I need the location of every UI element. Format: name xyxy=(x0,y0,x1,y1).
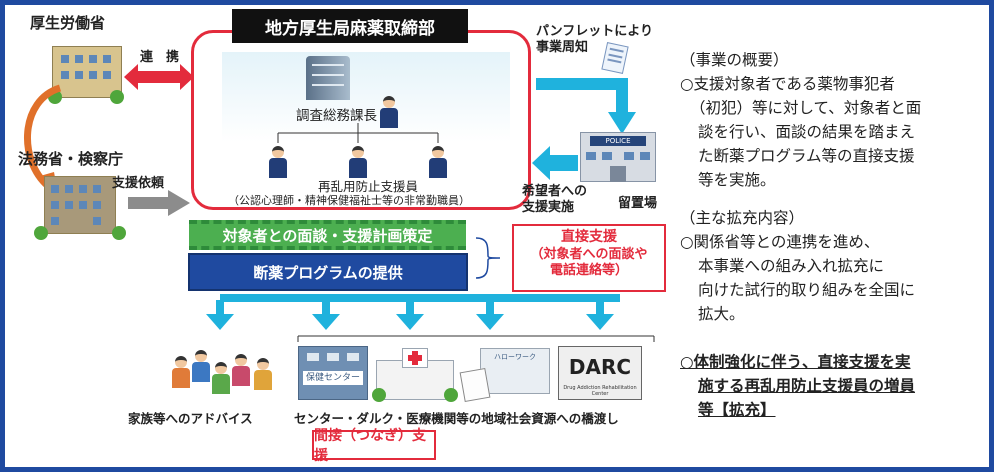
expansion-line: 本事業への組み入れ拡充に xyxy=(698,257,885,275)
bureau-title: 地方厚生局麻薬取締部 xyxy=(232,9,468,43)
supporter-person-icon xyxy=(347,146,369,180)
support-request-label: 支援依頼 xyxy=(112,176,165,191)
reinforcement-line: ○体制強化に伴う、直接支援を実 xyxy=(680,353,911,371)
expansion-line: ○関係省等との連携を進め、 xyxy=(680,233,880,251)
supporter-person-icon xyxy=(427,146,449,180)
health-center-sign: 保健センター xyxy=(303,371,363,385)
distribution-arrows xyxy=(206,294,620,330)
detention-label: 留置場 xyxy=(618,196,658,211)
supporter-note: （公認心理師・精神保健福祉士等の非常勤職員） xyxy=(228,194,470,207)
moj-title: 法務省・検察庁 xyxy=(18,150,124,168)
overview-line: 談を行い、面談の結果を踏まえ xyxy=(698,123,916,141)
direct-support-line1: （対象者への面談や xyxy=(530,246,648,262)
direct-support-box: 直接支援 （対象者への面談や 電話連絡等） xyxy=(512,224,666,292)
expansion-line: 拡大。 xyxy=(698,305,745,323)
overview-heading: （事業の概要） xyxy=(680,51,789,69)
family-people-icon xyxy=(168,344,278,400)
cooperation-label: 連 携 xyxy=(140,50,180,65)
overview-line: （初犯）等に対して、対象者と面 xyxy=(690,99,922,117)
overview-section: （事業の概要） ○支援対象者である薬物事犯者 （初犯）等に対して、対象者と面 談… xyxy=(680,48,921,192)
program-provision-bar: 断薬プログラムの提供 xyxy=(188,253,468,291)
frame-border-top xyxy=(0,0,994,5)
overview-line: ○支援対象者である薬物事犯者 xyxy=(680,75,895,93)
frame-border-bottom xyxy=(0,467,994,472)
section-chief-person-icon xyxy=(378,96,400,130)
reinforcement-line: 等【拡充】 xyxy=(698,401,776,419)
section-chief-label: 調査総務課長 xyxy=(296,108,377,124)
moj-building-icon xyxy=(34,172,126,240)
police-station-icon: POLICE xyxy=(576,126,660,186)
pamphlet-arrow xyxy=(536,78,636,134)
darc-sign: DARC xyxy=(568,355,632,379)
community-bridge-label: センター・ダルク・医療機関等の地域社会資源への橋渡し xyxy=(294,411,619,426)
overview-line: た断薬プログラム等の直接支援 xyxy=(698,147,915,165)
interview-planning-bar: 対象者との面談・支援計画策定 xyxy=(189,220,466,250)
expansion-section: （主な拡充内容） ○関係省等との連携を進め、 本事業への組み入れ拡充に 向けた試… xyxy=(680,206,915,326)
frame-border-left xyxy=(0,0,5,472)
bureau-background xyxy=(222,52,510,142)
cooperation-double-arrow xyxy=(124,64,194,90)
applicant-support-line2: 支援実施 xyxy=(522,200,575,215)
support-delivery-arrow xyxy=(532,146,578,180)
darc-subtitle: Drug Addiction Rehabilitation Center xyxy=(563,385,637,397)
org-connector-lines xyxy=(277,123,439,143)
support-request-arrow xyxy=(128,190,190,216)
applicant-support-line1: 希望者への xyxy=(522,184,588,199)
health-center-icon: 保健センター xyxy=(298,346,368,400)
hospital-icon xyxy=(372,346,458,402)
pamphlet-label-line1: パンフレットにより xyxy=(536,24,654,39)
supporter-person-icon xyxy=(267,146,289,180)
indirect-support-box: 間接（つなぎ）支援 xyxy=(312,428,436,464)
mhlw-title: 厚生労働省 xyxy=(30,14,106,32)
darc-logo-icon: DARC Drug Addiction Rehabilitation Cente… xyxy=(558,346,642,400)
resource-bracket xyxy=(297,335,655,342)
overview-line: 等を実施。 xyxy=(698,171,776,189)
direct-support-title: 直接支援 xyxy=(561,229,617,245)
supporter-label: 再乱用防止支援員 xyxy=(318,179,419,194)
family-advice-label: 家族等へのアドバイス xyxy=(128,411,253,426)
expansion-heading: （主な拡充内容） xyxy=(680,209,805,227)
reinforcement-line: 施する再乱用防止支援員の増員 xyxy=(698,377,916,395)
hellowork-icon: ハローワーク xyxy=(459,346,554,403)
applicant-support-label: 希望者への 支援実施 xyxy=(522,184,587,216)
expansion-line: 向けた試行的取り組みを全国に xyxy=(698,281,916,299)
police-sign: POLICE xyxy=(590,136,646,146)
mhlw-building-icon xyxy=(48,40,126,104)
frame-border-right xyxy=(989,0,994,472)
direct-support-line2: 電話連絡等） xyxy=(549,262,628,278)
pamphlet-label-line2: 事業周知 xyxy=(536,40,589,55)
pamphlet-label: パンフレットにより 事業周知 xyxy=(536,24,653,56)
reinforcement-section: ○体制強化に伴う、直接支援を実 施する再乱用防止支援員の増員 等【拡充】 xyxy=(680,350,915,422)
office-building-icon xyxy=(300,52,356,100)
hellowork-sign: ハローワーク xyxy=(494,353,536,361)
direct-support-brace xyxy=(475,237,501,279)
